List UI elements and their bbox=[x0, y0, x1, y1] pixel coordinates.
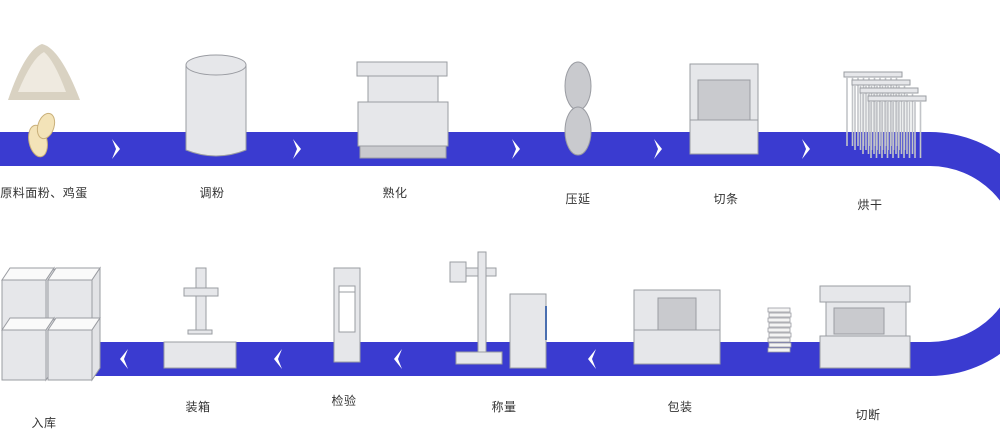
inspection-gate-icon bbox=[333, 267, 361, 363]
label-cut: 切条 bbox=[713, 192, 739, 206]
flow-arrow-right-icon bbox=[802, 139, 810, 159]
flour-pile-icon bbox=[8, 44, 80, 158]
label-inspect: 检验 bbox=[331, 394, 357, 408]
noodle-dryer-icon bbox=[843, 71, 927, 158]
flow-arrow-left-icon bbox=[394, 349, 402, 369]
flow-arrow-left-icon bbox=[588, 349, 596, 369]
boxing-machine-icon bbox=[163, 267, 237, 369]
flow-arrows-top bbox=[112, 139, 810, 159]
strip-cutter-icon bbox=[689, 63, 759, 155]
label-pack: 包装 bbox=[667, 400, 693, 414]
label-store: 入库 bbox=[31, 416, 57, 430]
label-mature: 熟化 bbox=[382, 186, 408, 200]
flow-arrows-bottom bbox=[120, 349, 596, 369]
label-dry: 烘干 bbox=[857, 198, 883, 212]
label-chop: 切断 bbox=[855, 408, 881, 422]
flow-arrow-right-icon bbox=[654, 139, 662, 159]
packaging-machine-icon bbox=[633, 289, 721, 365]
turn-arrow-icon bbox=[972, 238, 998, 266]
roller-press-icon bbox=[564, 61, 592, 156]
cutting-machine-icon bbox=[819, 285, 911, 369]
flow-arrow-left-icon bbox=[274, 349, 282, 369]
flow-arrow-right-icon bbox=[512, 139, 520, 159]
label-raw: 原料面粉、鸡蛋 bbox=[0, 186, 88, 200]
maturing-machine-icon bbox=[356, 61, 449, 159]
label-weigh: 称量 bbox=[491, 400, 517, 414]
label-mix: 调粉 bbox=[199, 186, 225, 200]
weighing-machine-icon bbox=[449, 251, 547, 369]
noodle-bundle-stack-icon bbox=[767, 307, 792, 353]
flow-arrow-right-icon bbox=[293, 139, 301, 159]
mixer-tank-icon bbox=[185, 54, 247, 157]
label-press: 压延 bbox=[565, 192, 591, 206]
warehouse-boxes-icon bbox=[1, 266, 101, 382]
label-box: 装箱 bbox=[185, 400, 211, 414]
flow-arrow-right-icon bbox=[112, 139, 120, 159]
flow-arrow-left-icon bbox=[120, 349, 128, 369]
